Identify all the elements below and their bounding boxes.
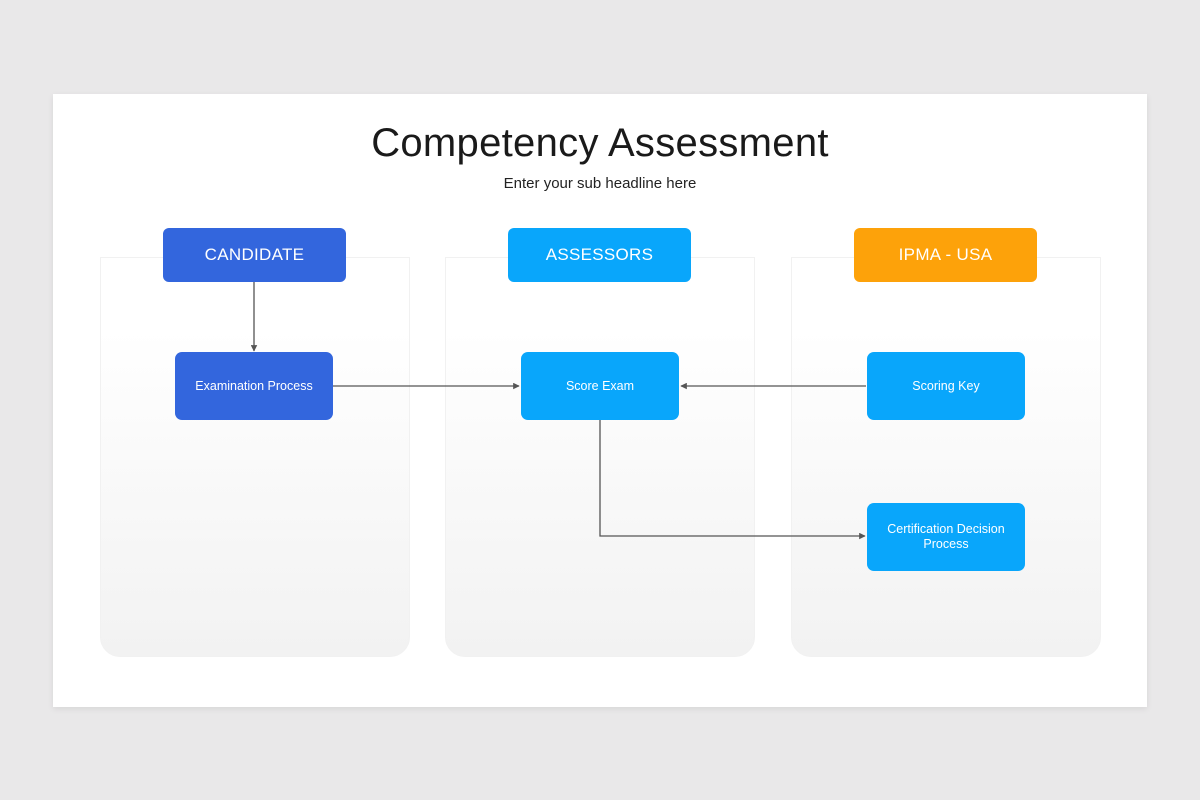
lane-candidate (100, 257, 410, 657)
header-assessors: ASSESSORS (508, 228, 691, 282)
lane-ipma (791, 257, 1101, 657)
header-candidate: CANDIDATE (163, 228, 346, 282)
page-title: Competency Assessment (371, 121, 829, 165)
node-scoring-key: Scoring Key (867, 352, 1025, 420)
node-score-exam: Score Exam (521, 352, 679, 420)
lane-assessors (445, 257, 755, 657)
page-subtitle: Enter your sub headline here (503, 175, 697, 192)
header-ipma-usa: IPMA - USA (854, 228, 1037, 282)
node-examination-process: Examination Process (175, 352, 333, 420)
node-certification-decision-process: Certification Decision Process (867, 503, 1025, 571)
